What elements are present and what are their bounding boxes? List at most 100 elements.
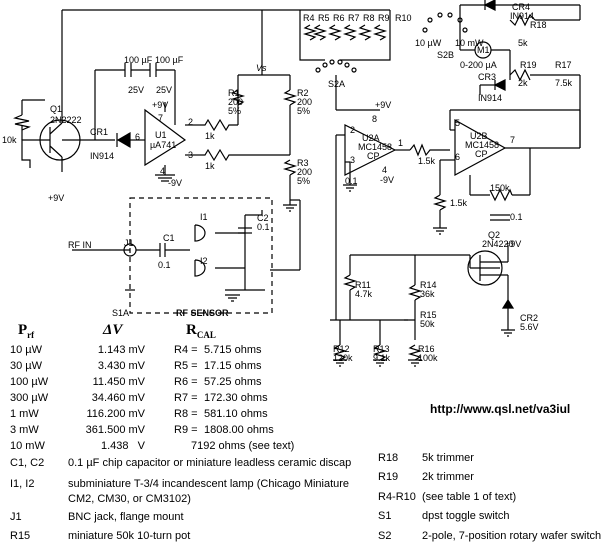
row-r: R4 = (174, 344, 198, 356)
s2a-label: S2A (328, 79, 346, 89)
cr3-type: IN914 (478, 93, 503, 103)
row-ohms: 581.10 ohms (204, 408, 268, 420)
cr2-label: CR2 (520, 313, 539, 323)
r-1k-a: 1k (205, 131, 215, 141)
row-prf: 10 µW (10, 344, 43, 356)
c-0-1-b: 0.1 (510, 212, 523, 222)
r17-label: R17 (555, 60, 572, 70)
r-1-5k-b: 1.5k (450, 198, 468, 208)
rf-in-label: RF IN (68, 240, 92, 250)
r2-value: 200 (297, 97, 313, 107)
row-r: R9 = (174, 424, 198, 436)
r12-value: 120k (333, 353, 353, 363)
s2b-label: S2B (437, 50, 455, 60)
r10-label: R10 (395, 13, 412, 23)
c1-value: 0.1 (158, 260, 171, 270)
row-r: R5 = (174, 360, 198, 372)
row-prf: 10 mW (10, 440, 45, 452)
r-1k-b: 1k (205, 161, 215, 171)
row-dv: 3.430 mV (97, 360, 145, 372)
i1-label: I1 (200, 212, 208, 222)
r-10k-label: 10k (2, 135, 17, 145)
row-ohms: 1808.00 ohms (204, 424, 274, 436)
u2a-pin8: 8 (372, 114, 378, 124)
part-ref: R19 (378, 471, 399, 483)
r-150k: 150k (490, 183, 510, 193)
u2a-cp: CP (367, 151, 380, 161)
r14-value: 36k (420, 289, 435, 299)
r-1-5k-a: 1.5k (418, 156, 436, 166)
r7-label: R7 (348, 13, 360, 23)
cr2-value: 5.6V (520, 322, 539, 332)
part-desc: 2k trimmer (422, 471, 474, 483)
r13-label: R13 (373, 344, 390, 354)
r18-value: 5k (518, 38, 528, 48)
u2a-pin1: 1 (398, 138, 404, 148)
c-0-1-a: 0.1 (345, 176, 358, 186)
part-desc-cont: CM2, CM30, or CM3102) (68, 493, 191, 505)
q1-supply: +9V (48, 193, 65, 203)
r2-label: R2 (297, 88, 309, 98)
range-10mw: 10 mW (455, 38, 484, 48)
part-ref: R18 (378, 452, 399, 464)
r13-value: 9.1k (373, 353, 391, 363)
u1-label: U1 (155, 130, 167, 140)
c2-value: 0.1 (257, 222, 270, 232)
q2-label: Q2 (488, 230, 501, 240)
u2a-type: MC1458 (358, 142, 393, 152)
c1-label: C1 (163, 233, 175, 243)
r17-value: 7.5k (555, 78, 573, 88)
part-ref: C1, C2 (10, 457, 45, 469)
u2b-type: MC1458 (465, 140, 500, 150)
row-prf: 300 µW (10, 392, 49, 404)
row-r: R8 = (174, 408, 198, 420)
vs-label: Vs (256, 63, 267, 73)
r3-value: 200 (297, 167, 313, 177)
r9-label: R9 (378, 13, 390, 23)
header-rcal: RCAL (186, 322, 216, 340)
r19-value: 2k (518, 78, 528, 88)
wires (13, 0, 581, 367)
part-ref: R4-R10 (378, 491, 416, 503)
row-dv: 1.143 mV (97, 344, 145, 356)
r15-label: R15 (420, 310, 437, 320)
part-ref: I1, I2 (10, 478, 35, 490)
s1a-label: S1A (112, 308, 130, 318)
part-desc: miniature 50k 10-turn pot (68, 530, 191, 542)
row-prf: 100 µW (10, 376, 49, 388)
rf-sensor-label: RF SENSOR (176, 308, 229, 318)
cr4-type: IN914 (510, 11, 535, 21)
part-ref: R15 (10, 530, 31, 542)
u1-type: µA741 (150, 140, 177, 150)
r2-tolerance: 5% (297, 106, 311, 116)
u2b-pin6: 6 (455, 152, 461, 162)
part-ref: S2 (378, 530, 392, 542)
r1-tolerance: 5% (228, 106, 242, 116)
row-prf: 3 mW (10, 424, 39, 436)
row-r: R7 = (174, 392, 198, 404)
r19-label: R19 (520, 60, 537, 70)
u1-pin3: 3 (188, 150, 194, 160)
r8-label: R8 (363, 13, 375, 23)
r18-label: R18 (530, 20, 547, 30)
r16-label: R16 (418, 344, 435, 354)
part-desc: subminiature T-3/4 incandescent lamp (Ch… (68, 478, 350, 490)
part-desc: dpst toggle switch (422, 510, 510, 522)
r12-label: R12 (333, 344, 350, 354)
cr1-type: IN914 (90, 151, 115, 161)
row-ohms: 17.15 ohms (204, 360, 262, 372)
u2b-pin5: 5 (455, 118, 461, 128)
cr1-label: CR1 (90, 127, 109, 137)
source-url: http://www.qsl.net/va3iul (430, 402, 571, 416)
u1-vminus: -9V (168, 178, 183, 188)
u2b-label: U2B (470, 131, 488, 141)
r11-value: 4.7k (355, 289, 373, 299)
part-desc: 0.1 µF chip capacitor or miniature leadl… (68, 457, 352, 469)
u1-pin6: 6 (135, 132, 141, 142)
r15-value: 50k (420, 319, 435, 329)
u2a-pin4: 4 (382, 165, 388, 175)
header-prf: Prf (18, 322, 35, 340)
row-prf: 30 µW (10, 360, 43, 372)
part-desc: 2-pole, 7-position rotary wafer switch (422, 530, 602, 542)
